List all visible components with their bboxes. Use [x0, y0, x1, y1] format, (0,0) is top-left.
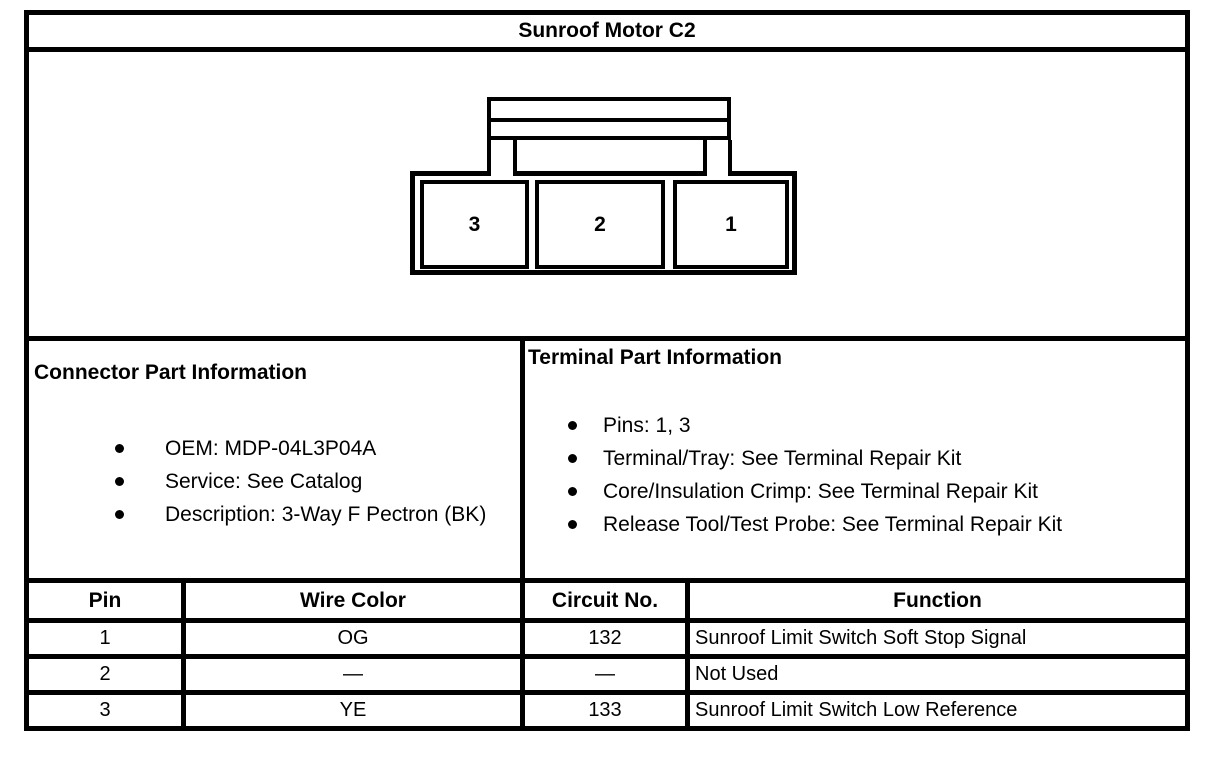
- connector-diagram: 3 2 1: [29, 52, 1185, 336]
- pin-table-header-circuit-no: Circuit No.: [520, 578, 685, 618]
- latch-divider-line: [491, 118, 727, 122]
- pin-cavity-1-label: 1: [725, 212, 737, 236]
- pin-table-header-wire-color: Wire Color: [181, 578, 520, 618]
- cell-function-row3: Sunroof Limit Switch Low Reference: [685, 690, 1185, 726]
- cell-circuit-no-row1: 132: [520, 618, 685, 654]
- pin-cavity-3-label: 3: [468, 212, 481, 236]
- list-item: Core/Insulation Crimp: See Terminal Repa…: [528, 481, 1179, 503]
- cell-wire-color-row2: —: [181, 654, 520, 690]
- cell-circuit-no-row2: —: [520, 654, 685, 690]
- terminal-part-information-panel: Terminal Part Information Pins: 1, 3 Ter…: [520, 341, 1185, 578]
- pin-table-header-function: Function: [685, 578, 1185, 618]
- list-item: Description: 3-Way F Pectron (BK): [34, 504, 514, 526]
- pin-cavity-3: 3: [420, 180, 529, 269]
- latch-rail-right: [703, 140, 732, 176]
- title-bar: Sunroof Motor C2: [29, 15, 1185, 52]
- connector-part-information-panel: Connector Part Information OEM: MDP-04L3…: [29, 341, 520, 578]
- connector-latch: [487, 97, 731, 140]
- cell-wire-color-row3: YE: [181, 690, 520, 726]
- cell-pin-row1: 1: [29, 618, 181, 654]
- cell-circuit-no-row3: 133: [520, 690, 685, 726]
- cell-function-row1: Sunroof Limit Switch Soft Stop Signal: [685, 618, 1185, 654]
- connector-part-information-list: OEM: MDP-04L3P04A Service: See Catalog D…: [34, 438, 514, 526]
- terminal-part-information-heading: Terminal Part Information: [528, 346, 782, 369]
- pin-cavity-2-label: 2: [594, 212, 606, 236]
- pin-table-header-pin: Pin: [29, 578, 181, 618]
- list-item: Release Tool/Test Probe: See Terminal Re…: [528, 514, 1179, 536]
- cell-pin-row3: 3: [29, 690, 181, 726]
- connector-body: 3 2 1: [410, 171, 797, 275]
- pin-table: Pin Wire Color Circuit No. Function 1 OG…: [29, 578, 1185, 726]
- cell-function-row2: Not Used: [685, 654, 1185, 690]
- terminal-part-information-list: Pins: 1, 3 Terminal/Tray: See Terminal R…: [528, 415, 1179, 536]
- list-item: Service: See Catalog: [34, 471, 514, 493]
- pin-cavity-1: 1: [673, 180, 789, 269]
- list-item: Pins: 1, 3: [528, 415, 1179, 437]
- list-item: OEM: MDP-04L3P04A: [34, 438, 514, 460]
- pin-cavity-2: 2: [535, 180, 665, 269]
- list-item: Terminal/Tray: See Terminal Repair Kit: [528, 448, 1179, 470]
- cell-wire-color-row1: OG: [181, 618, 520, 654]
- cell-pin-row2: 2: [29, 654, 181, 690]
- latch-rail-left: [487, 140, 517, 176]
- part-information-row: Connector Part Information OEM: MDP-04L3…: [29, 336, 1185, 578]
- connector-info-sheet: Sunroof Motor C2 3 2 1 Connector Part In…: [24, 10, 1190, 731]
- connector-part-information-heading: Connector Part Information: [34, 361, 308, 384]
- page-title: Sunroof Motor C2: [518, 19, 696, 42]
